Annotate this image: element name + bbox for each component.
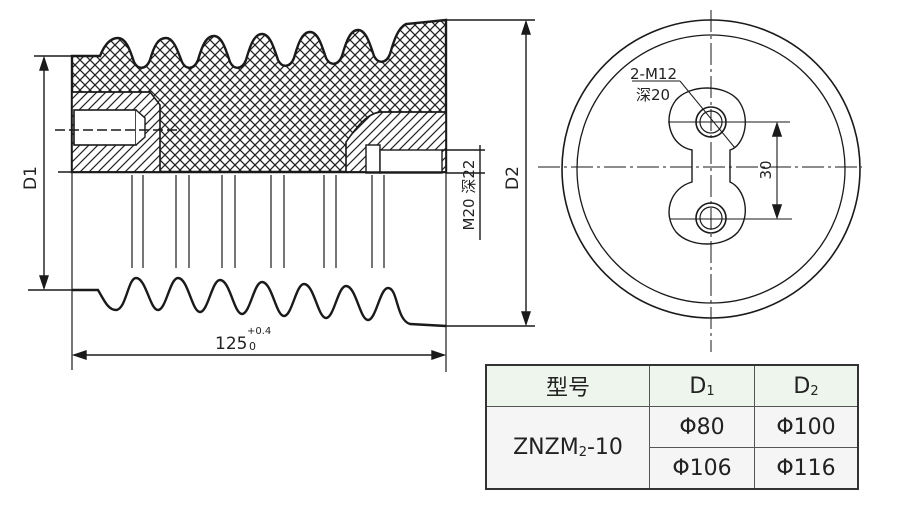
hole-spacing-label: 30 [757, 160, 775, 179]
header-model: 型号 [485, 364, 650, 407]
table-header-row: 型号 D1 D2 [485, 364, 859, 407]
hole-label-thread: 2-M12 [630, 65, 677, 83]
d1-cell: Φ106 [649, 447, 755, 490]
length-value: 125 [215, 334, 247, 354]
model-cell: ZNZM2-10 [485, 406, 650, 490]
end-view [538, 10, 862, 352]
d2-cell: Φ116 [754, 447, 859, 490]
d2-label: D2 [503, 166, 523, 190]
header-d1: D1 [649, 364, 755, 407]
hole-label-depth: 深20 [636, 86, 670, 104]
d1-label: D1 [21, 166, 41, 190]
d2-cell: Φ100 [754, 406, 859, 448]
thread-label: M20 深22 [460, 160, 478, 231]
side-view [28, 18, 535, 372]
length-tol-lower: 0 [249, 340, 256, 353]
length-tol-upper: +0.4 [247, 326, 271, 337]
d1-cell: Φ80 [649, 406, 755, 448]
table-row: ZNZM2-10 Φ80 Φ100 [485, 406, 859, 490]
header-d2: D2 [754, 364, 859, 407]
table-row: Φ106 Φ116 [486, 447, 859, 490]
spec-table: 型号 D1 D2 ZNZM2-10 Φ80 Φ100 Φ106 Φ116 [485, 364, 859, 490]
